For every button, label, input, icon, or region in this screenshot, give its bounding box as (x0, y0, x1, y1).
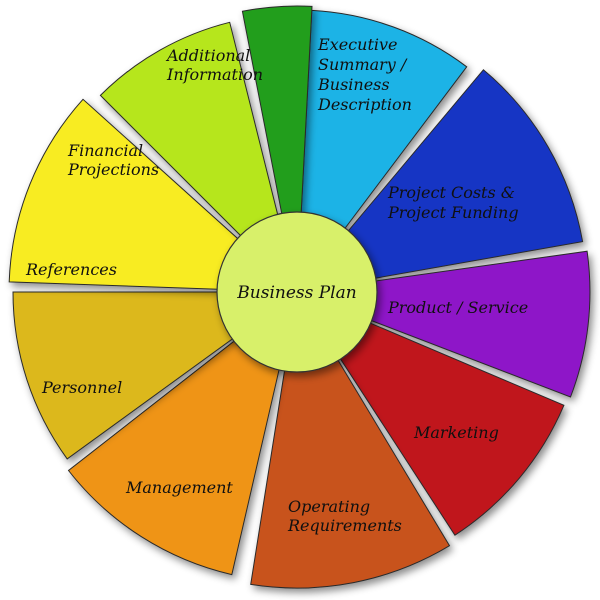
segment-label-2: Project Costs &Project Funding (387, 183, 519, 222)
segment-label-7: Personnel (41, 378, 122, 397)
segment-label-3: Product / Service (387, 298, 528, 317)
wheel-segment-7 (12, 291, 299, 460)
wheel-segment-4 (295, 290, 565, 536)
center-circle (216, 211, 378, 373)
wheel-segment-2 (295, 69, 584, 293)
wheel-hub: Business Plan (216, 211, 378, 373)
segment-label-8: References (25, 260, 117, 279)
wheel-segment-6 (67, 290, 298, 576)
wheel-segment-1 (296, 9, 468, 294)
wheel-segment-9 (99, 21, 298, 294)
segment-label-4: Marketing (413, 423, 499, 442)
center-label: Business Plan (236, 283, 356, 303)
segment-label-6: Management (125, 478, 233, 497)
wheel-segment-8 (8, 98, 299, 293)
